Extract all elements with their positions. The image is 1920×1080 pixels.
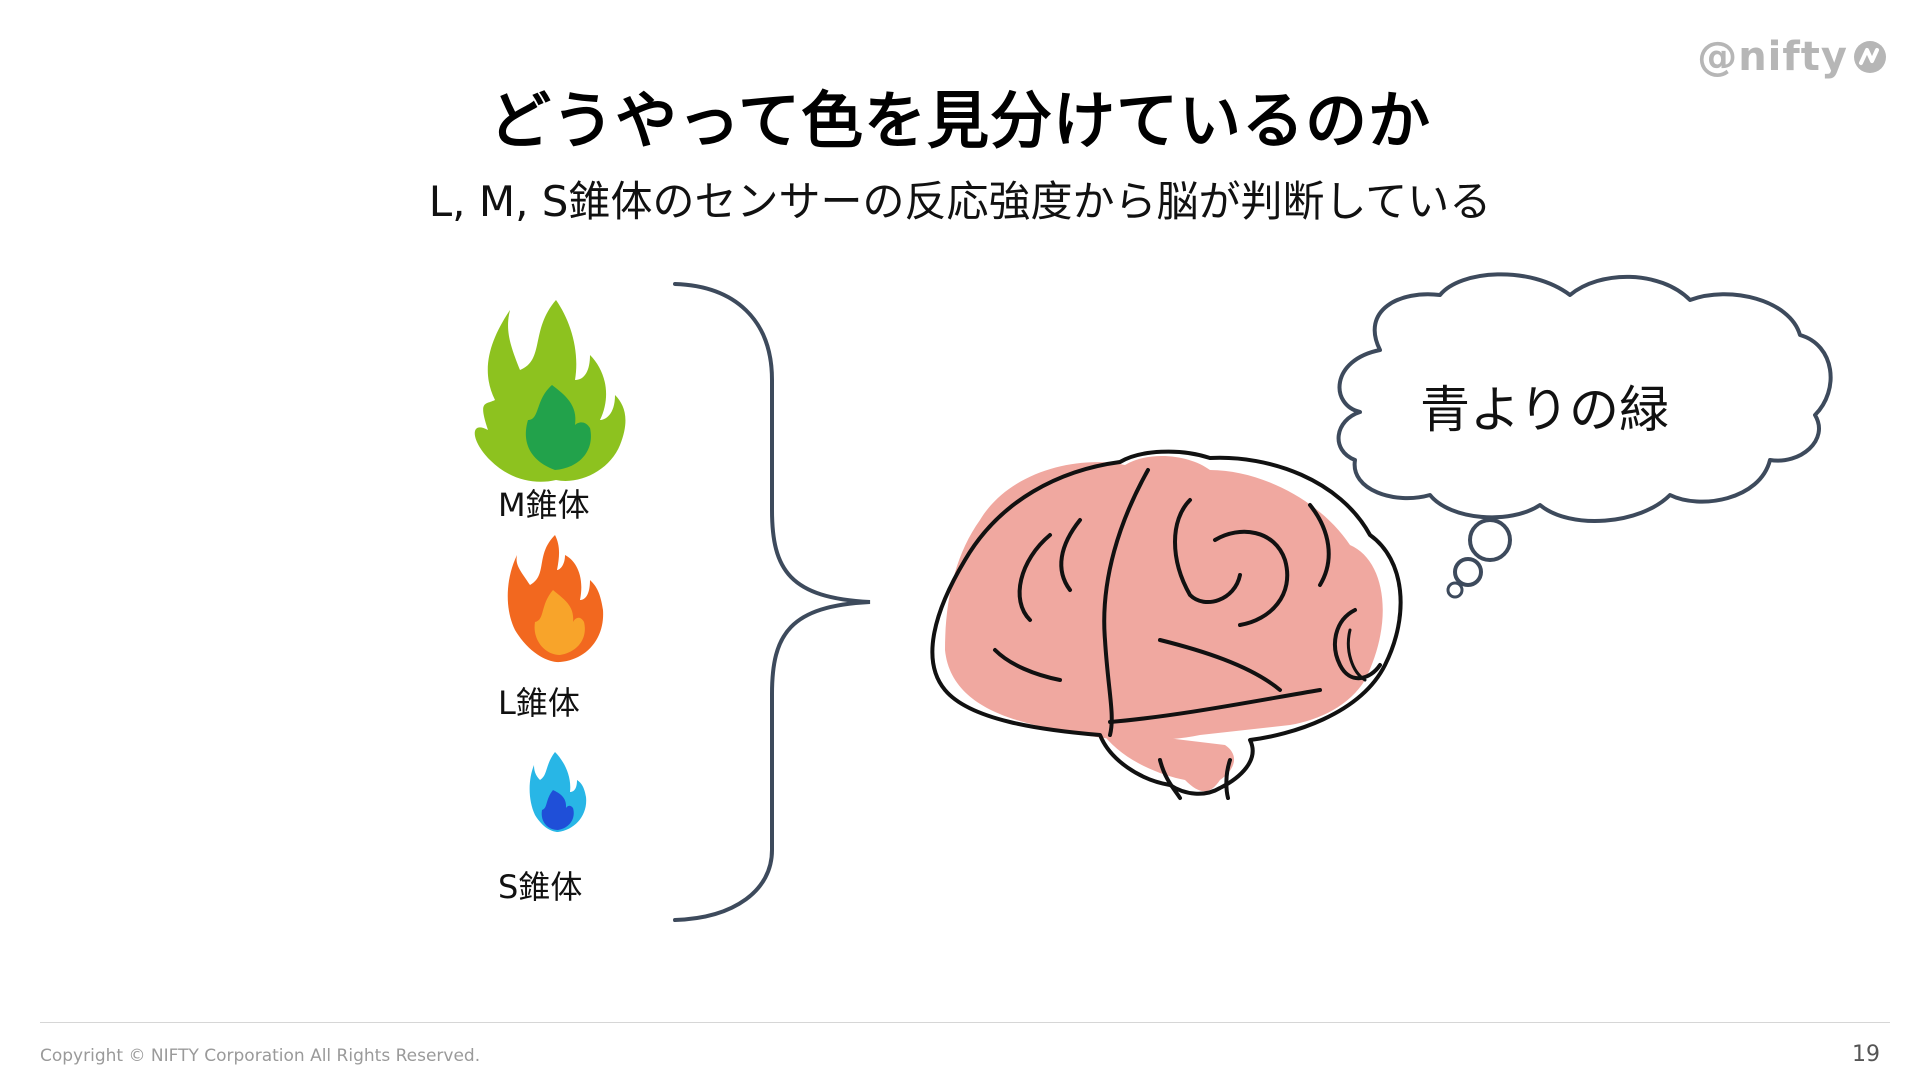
logo-text: @nifty [1697,34,1848,80]
m-cone-label: M錐体 [498,486,590,524]
grouping-brace [673,282,871,922]
s-cone-flame-icon [529,752,587,832]
thought-text: 青よりの緑 [1420,381,1669,439]
logo-mark-icon [1854,41,1886,73]
thought-bubble [1336,272,1833,599]
copyright-text: Copyright © NIFTY Corporation All Rights… [40,1046,481,1066]
brain-illustration [930,449,1403,800]
l-cone-label: L錐体 [498,684,580,722]
slide-subtitle: L, M, S錐体のセンサーの反応強度から脳が判断している [428,177,1492,226]
s-cone-label: S錐体 [498,868,583,906]
l-cone-flame-icon [507,535,604,663]
m-cone-flame-icon [474,300,626,482]
nifty-logo: @nifty [1697,34,1888,80]
page-number: 19 [1852,1042,1880,1067]
footer-divider [40,1022,1890,1023]
slide-title: どうやって色を見分けているのか [489,84,1431,157]
